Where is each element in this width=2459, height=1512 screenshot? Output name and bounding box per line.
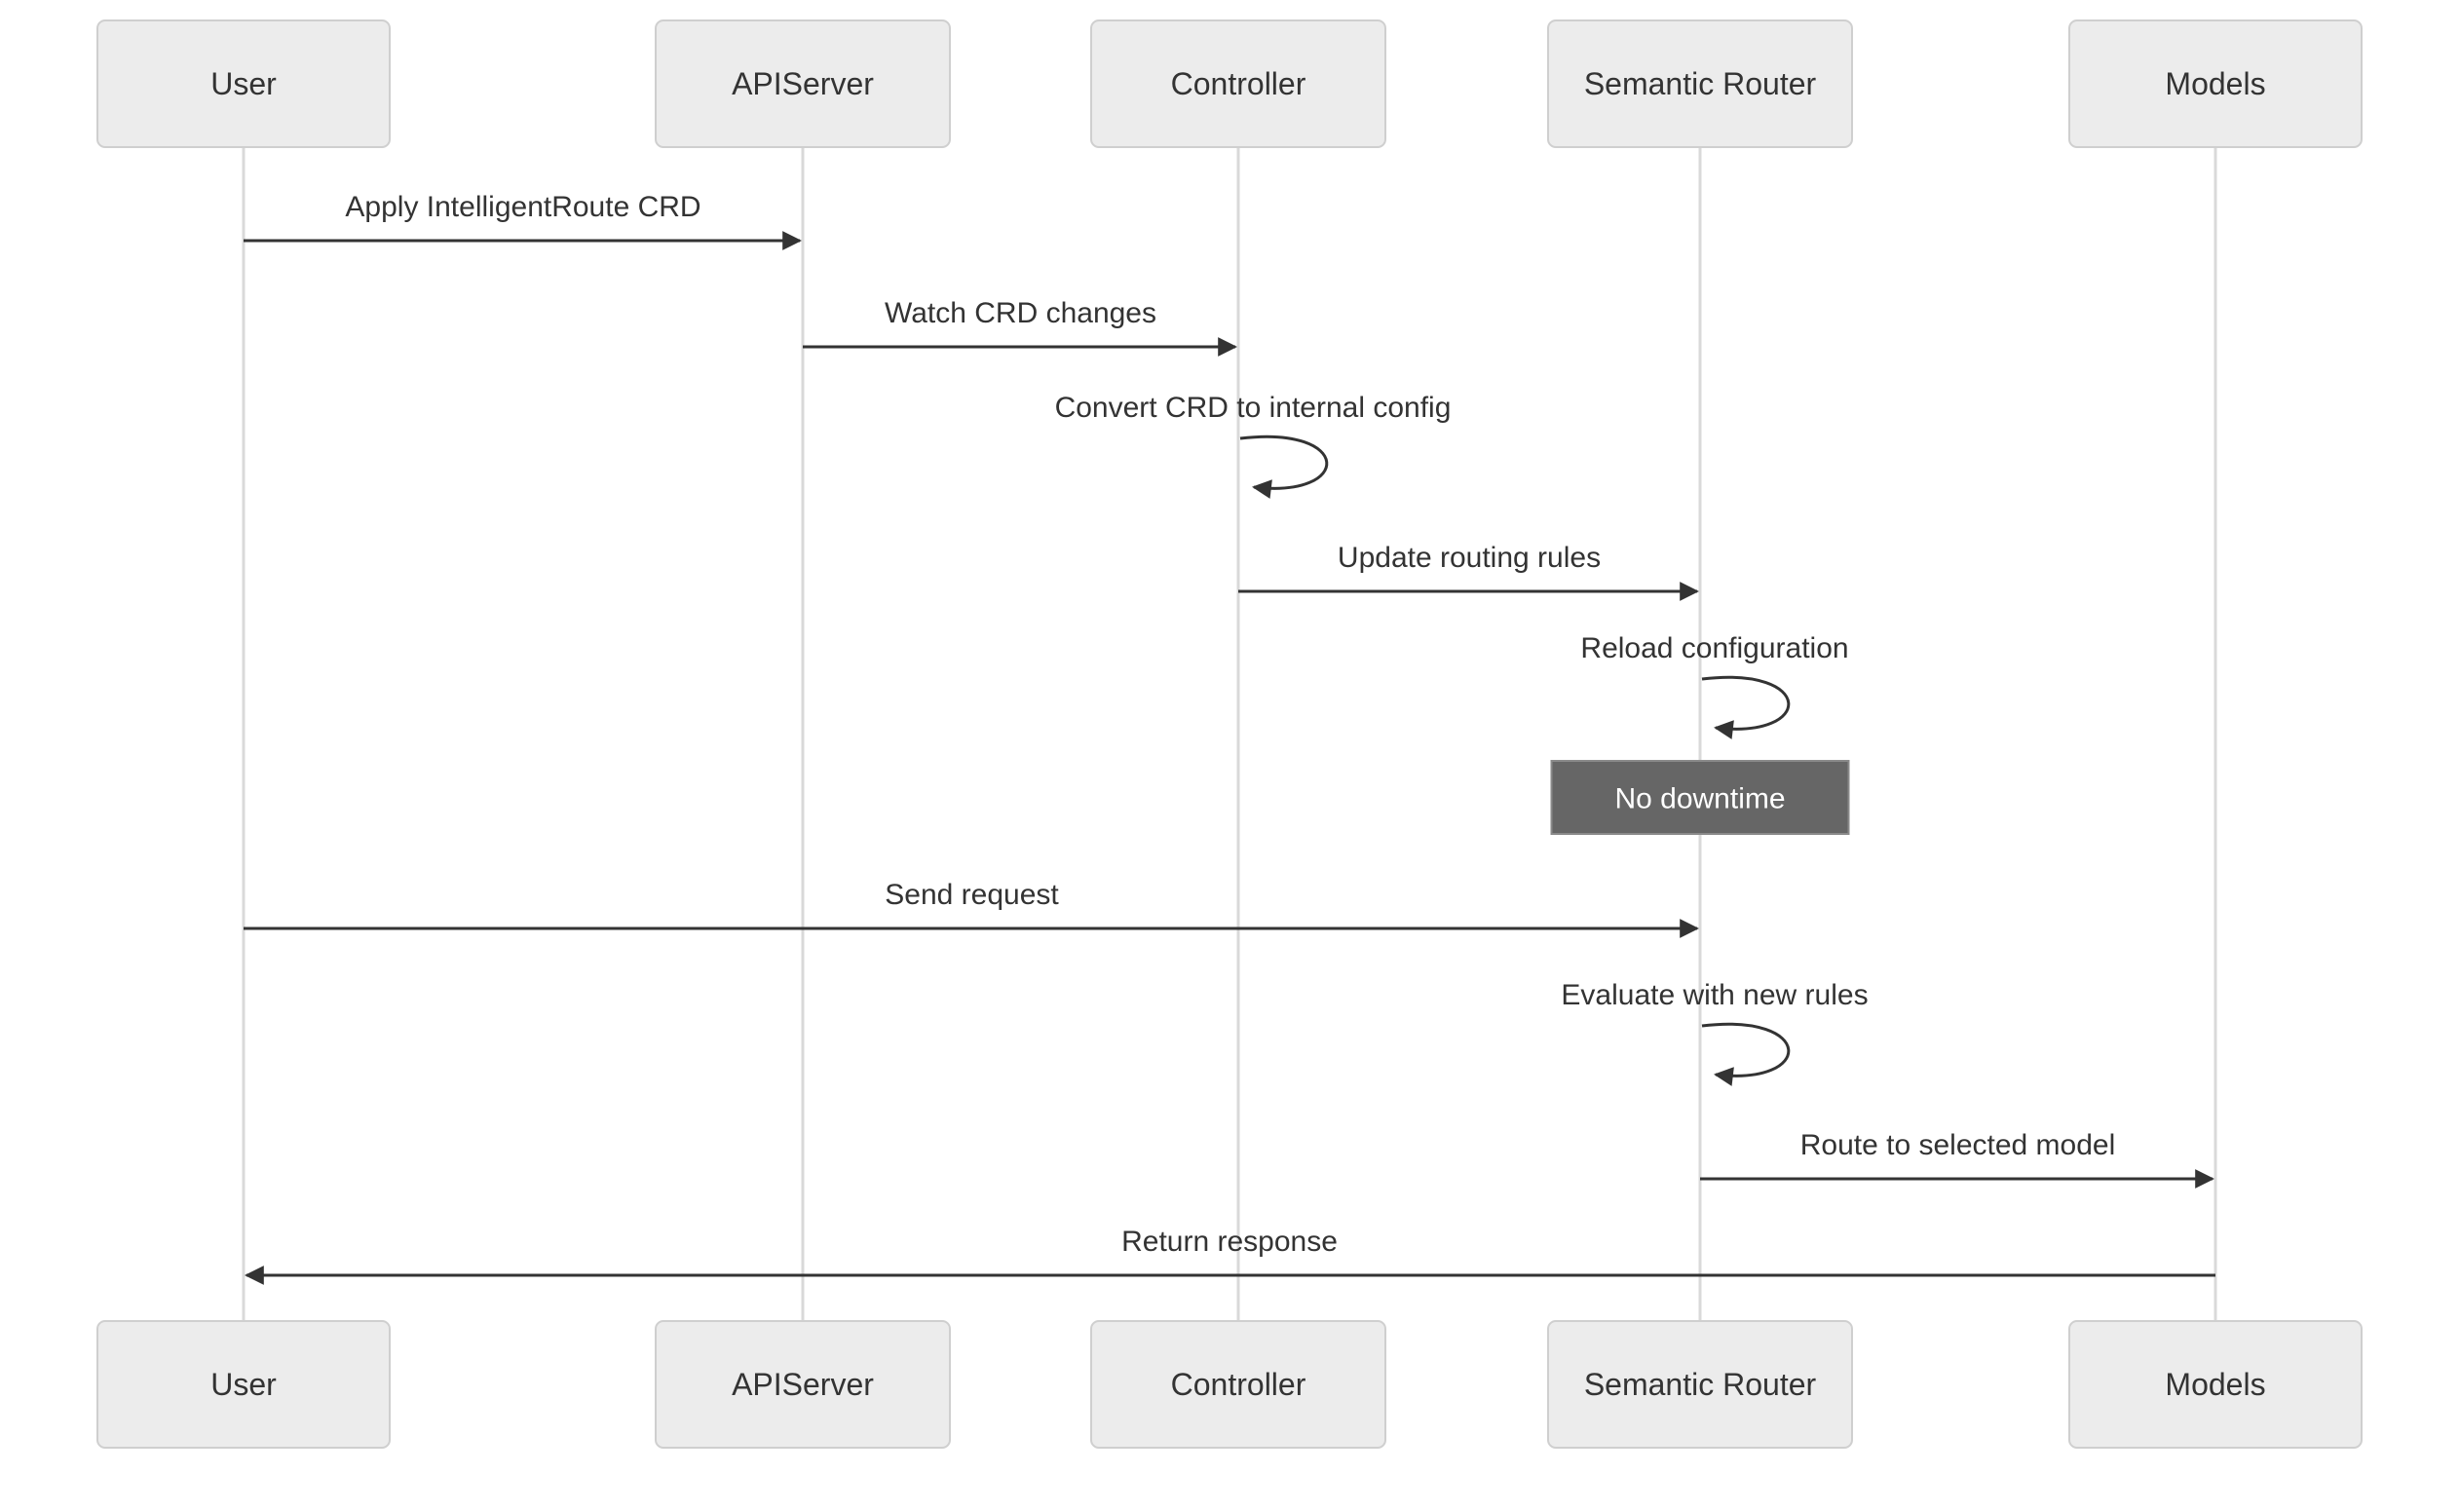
actor-label-controller-top: Controller (1171, 66, 1306, 101)
actor-box-semantic-router-top (1547, 19, 1853, 148)
actor-label-apiserver-top: APIServer (732, 66, 874, 101)
actor-box-models-bottom (2068, 1320, 2363, 1449)
actor-label-user-bottom: User (210, 1367, 277, 1402)
message-label: Apply IntelligentRoute CRD (345, 191, 700, 223)
note-label: No downtime (1614, 783, 1785, 815)
actor-label-models-bottom: Models (2165, 1367, 2265, 1402)
self-message-loop-4 (1701, 675, 1791, 739)
actor-box-user-bottom (96, 1320, 391, 1449)
message-label: Return response (1121, 1226, 1338, 1258)
self-message-label: Convert CRD to internal config (1055, 392, 1452, 424)
message-label: Route to selected model (1800, 1129, 2116, 1161)
actor-label-models-top: Models (2165, 66, 2265, 101)
actor-label-user-top: User (210, 66, 277, 101)
actor-box-controller-top (1090, 19, 1386, 148)
note-box (1550, 760, 1850, 835)
actor-label-semantic-router-bottom: Semantic Router (1584, 1367, 1817, 1402)
self-message-loop-7 (1701, 1022, 1791, 1086)
actor-box-user-top (96, 19, 391, 148)
self-message-label: Evaluate with new rules (1561, 979, 1868, 1011)
self-message-label: Reload configuration (1580, 632, 1848, 664)
actor-label-semantic-router-top: Semantic Router (1584, 66, 1817, 101)
message-label: Watch CRD changes (885, 297, 1156, 329)
actor-box-controller-bottom (1090, 1320, 1386, 1449)
actor-box-apiserver-top (655, 19, 951, 148)
actor-box-models-top (2068, 19, 2363, 148)
actor-box-semantic-router-bottom (1547, 1320, 1853, 1449)
message-label: Send request (885, 879, 1059, 911)
actor-label-apiserver-bottom: APIServer (732, 1367, 874, 1402)
actor-label-controller-bottom: Controller (1171, 1367, 1306, 1402)
actor-box-apiserver-bottom (655, 1320, 951, 1449)
self-message-loop-2 (1239, 435, 1329, 499)
message-label: Update routing rules (1338, 542, 1601, 574)
